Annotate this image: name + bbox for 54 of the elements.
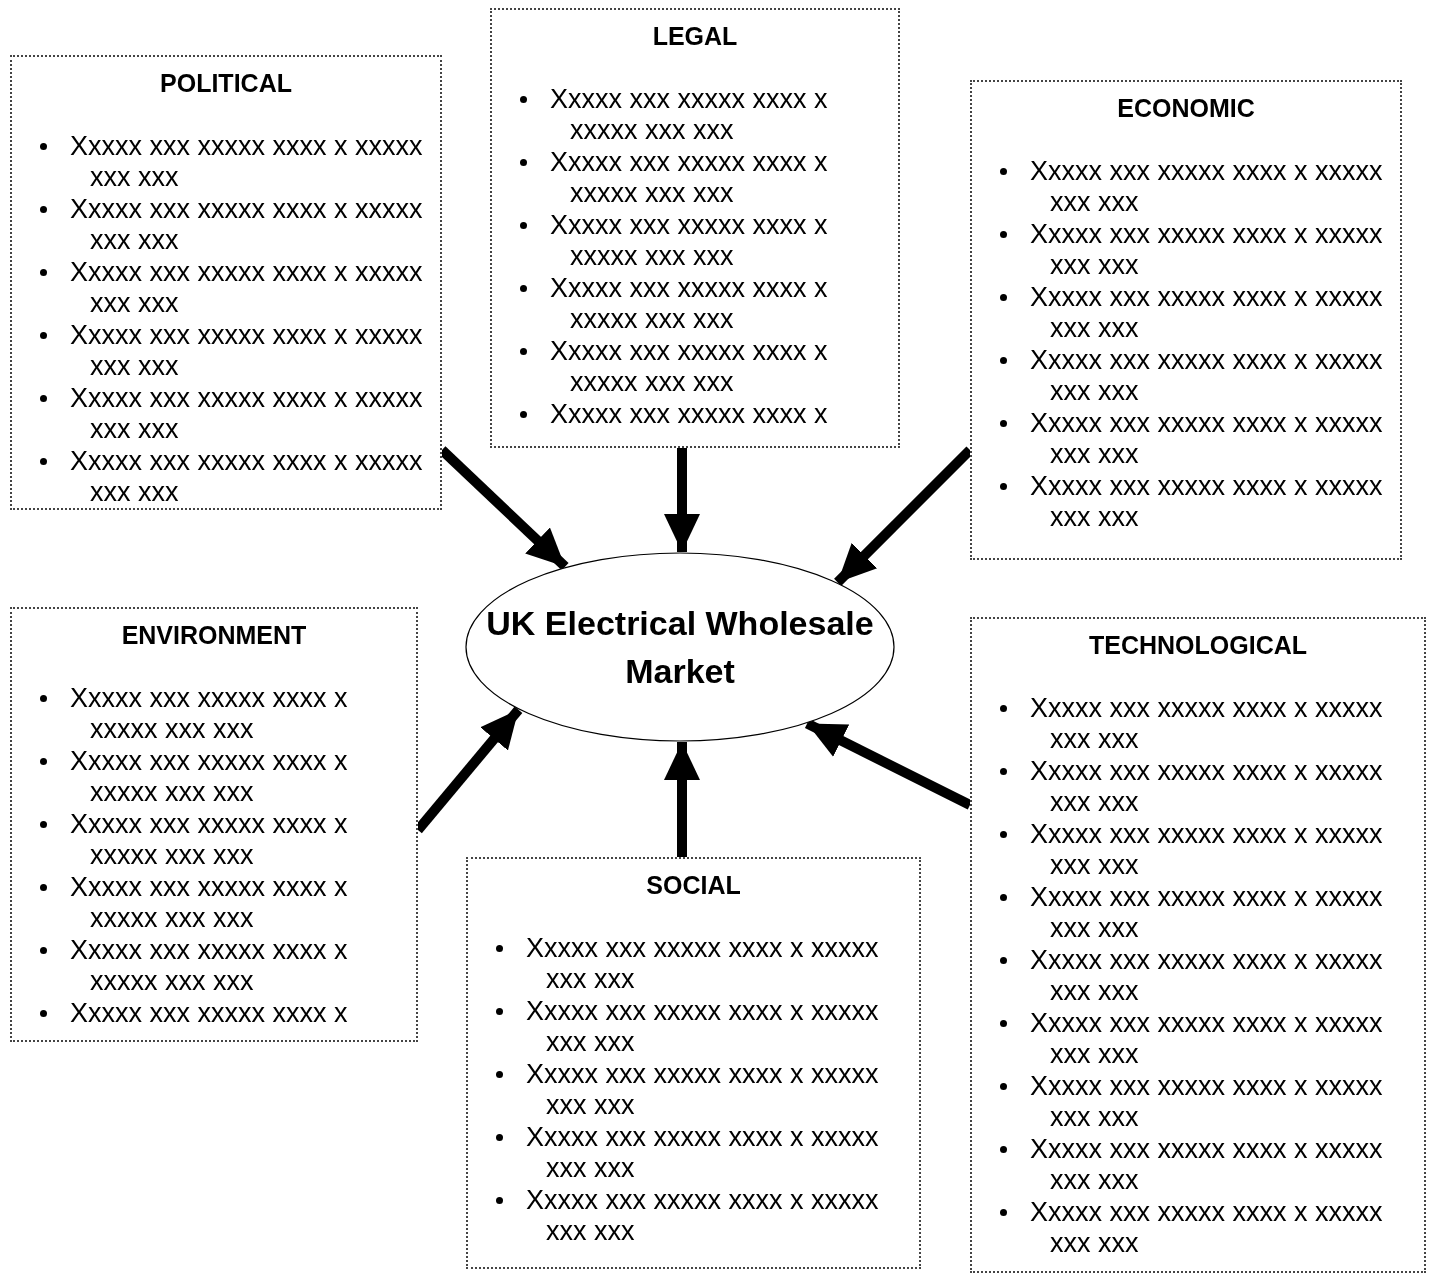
- bullet-item: Xxxxx xxx xxxxx xxxx x xxxxx xxx xxx: [550, 147, 829, 209]
- arrow: [664, 742, 700, 857]
- bullet-item: Xxxxx xxx xxxxx xxxx x xxxxx xxx xxx: [1030, 408, 1384, 470]
- bullet-item: Xxxxx xxx xxxxx xxxx x xxxxx xxx xxx: [526, 1059, 880, 1121]
- bullet-item: Xxxxx xxx xxxxx xxxx x xxxxx xxx xxx: [526, 1185, 880, 1247]
- bullet-item: Xxxxx xxx xxxxx xxxx x xxxxx xxx xxx: [1030, 1071, 1384, 1133]
- box-heading: ENVIRONMENT: [120, 621, 308, 649]
- bullet-item: Xxxxx xxx xxxxx xxxx x xxxxx xxx xxx: [526, 1122, 880, 1184]
- bullet-item: Xxxxx xxx xxxxx xxxx x xxxxx xxx xxx: [70, 194, 424, 256]
- dotted-text-box: [10, 55, 442, 510]
- bullet-item: Xxxxx xxx xxxxx xxxx x xxxxx xxx xxx: [70, 383, 424, 445]
- ellipse-node: [465, 552, 895, 742]
- bullet-item: Xxxxx xxx xxxxx xxxx x xxxxx xxx xxx: [550, 84, 829, 146]
- bullet-item: Xxxxx xxx xxxxx xxxx x xxxxx xxx xxx: [550, 336, 829, 398]
- arrow: [664, 448, 700, 552]
- bullet-item: Xxxxx xxx xxxxx xxxx x xxxxx xxx xxx: [1030, 819, 1384, 881]
- bullet-item: Xxxxx xxx xxxxx xxxx x xxxxx xxx xxx: [1030, 219, 1384, 281]
- dotted-text-box: [970, 617, 1426, 1273]
- bullet-item: Xxxxx xxx xxxxx xxxx x xxxxx xxx xxx: [70, 320, 424, 382]
- dotted-text-box: [10, 607, 418, 1042]
- bullet-item: Xxxxx xxx xxxxx xxxx x xxxxx xxx xxx: [1030, 1134, 1384, 1196]
- dotted-text-box: [970, 80, 1402, 560]
- bullet-item: Xxxxx xxx xxxxx xxxx x xxxxx xxx xxx: [1030, 1197, 1384, 1259]
- bullet-item: Xxxxx xxx xxxxx xxxx x xxxxx xxx xxx: [70, 131, 424, 193]
- bullet-item: Xxxxx xxx xxxxx xxxx x xxxxx xxx xxx: [526, 996, 880, 1058]
- bullet-item: Xxxxx xxx xxxxx xxxx x xxxxx xxx xxx: [1030, 471, 1384, 533]
- bullet-item: Xxxxx xxx xxxxx xxxx x: [550, 399, 829, 430]
- bullet-item: Xxxxx xxx xxxxx xxxx x: [70, 998, 349, 1029]
- box-heading: POLITICAL: [159, 69, 293, 97]
- box-heading: TECHNOLOGICAL: [1087, 631, 1308, 659]
- bullet-item: Xxxxx xxx xxxxx xxxx x xxxxx xxx xxx: [526, 933, 880, 995]
- bullet-item: Xxxxx xxx xxxxx xxxx x xxxxx xxx xxx: [1030, 756, 1384, 818]
- box-heading: ECONOMIC: [1116, 94, 1256, 122]
- dotted-text-box: [490, 8, 900, 448]
- dotted-text-box: [466, 857, 921, 1269]
- bullet-item: Xxxxx xxx xxxxx xxxx x xxxxx xxx xxx: [1030, 156, 1384, 218]
- central-label: UK Electrical Wholesale Market: [485, 603, 875, 692]
- bullet-item: Xxxxx xxx xxxxx xxxx x xxxxx xxx xxx: [1030, 945, 1384, 1007]
- bullet-item: Xxxxx xxx xxxxx xxxx x xxxxx xxx xxx: [70, 446, 424, 508]
- bullet-item: Xxxxx xxx xxxxx xxxx x xxxxx xxx xxx: [70, 746, 349, 808]
- bullet-item: Xxxxx xxx xxxxx xxxx x xxxxx xxx xxx: [1030, 882, 1384, 944]
- bullet-item: Xxxxx xxx xxxxx xxxx x xxxxx xxx xxx: [70, 809, 349, 871]
- bullet-item: Xxxxx xxx xxxxx xxxx x xxxxx xxx xxx: [550, 210, 829, 272]
- bullet-item: Xxxxx xxx xxxxx xxxx x xxxxx xxx xxx: [550, 273, 829, 335]
- bullet-item: Xxxxx xxx xxxxx xxxx x xxxxx xxx xxx: [70, 935, 349, 997]
- bullet-item: Xxxxx xxx xxxxx xxxx x xxxxx xxx xxx: [70, 683, 349, 745]
- bullet-item: Xxxxx xxx xxxxx xxxx x xxxxx xxx xxx: [70, 872, 349, 934]
- bullet-item: Xxxxx xxx xxxxx xxxx x xxxxx xxx xxx: [1030, 282, 1384, 344]
- bullet-item: Xxxxx xxx xxxxx xxxx x xxxxx xxx xxx: [1030, 693, 1384, 755]
- bullet-item: Xxxxx xxx xxxxx xxxx x xxxxx xxx xxx: [70, 257, 424, 319]
- box-heading: SOCIAL: [645, 871, 742, 899]
- bullet-item: Xxxxx xxx xxxxx xxxx x xxxxx xxx xxx: [1030, 345, 1384, 407]
- box-heading: LEGAL: [651, 22, 739, 50]
- bullet-item: Xxxxx xxx xxxxx xxxx x xxxxx xxx xxx: [1030, 1008, 1384, 1070]
